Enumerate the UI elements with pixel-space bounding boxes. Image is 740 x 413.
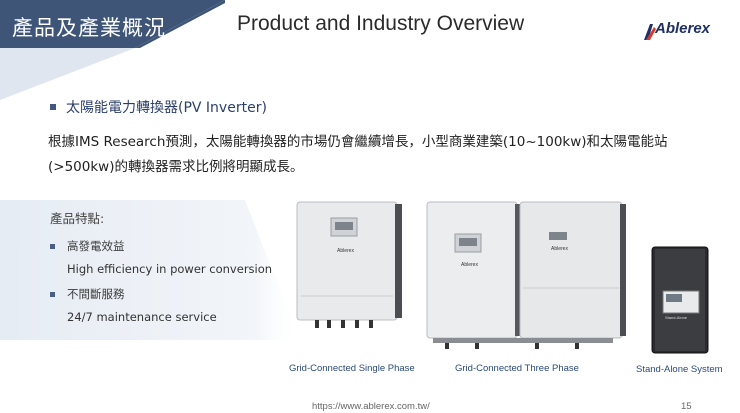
ablerex-logo — [644, 24, 656, 40]
bullet-square-icon — [50, 243, 55, 249]
feature-zh: 不間斷服務 — [67, 287, 125, 301]
intro-line-1: 根據IMS Research預測，太陽能轉換器的市場仍會繼續增長，小型商業建築(… — [48, 134, 668, 150]
bullet-square-icon — [50, 104, 56, 110]
logo-wordmark: Ablerex — [655, 20, 711, 37]
product-caption: Grid-Connected Three Phase — [455, 363, 579, 374]
feature-item: 高發電效益 High efficiency in power conversio… — [50, 238, 272, 276]
section-label: 產品及產業概況 — [12, 16, 166, 40]
intro-paragraph: 根據IMS Research預測，太陽能轉換器的市場仍會繼續增長，小型商業建築(… — [48, 130, 708, 180]
feature-zh: 高發電效益 — [67, 239, 125, 253]
svg-text:Ablerex: Ablerex — [461, 262, 478, 268]
three-phase-inverter-image: Ablerex Ablerex — [426, 201, 626, 349]
feature-item: 不間斷服務 24/7 maintenance service — [50, 286, 217, 324]
stand-alone-system-image: Stand-Alone — [651, 246, 709, 354]
svg-text:Ablerex: Ablerex — [337, 248, 354, 254]
single-phase-inverter-image: Ablerex — [296, 201, 402, 328]
section-heading-text: 太陽能電力轉換器(PV Inverter) — [66, 100, 267, 116]
svg-text:Ablerex: Ablerex — [551, 246, 568, 252]
intro-line-2: (>500kw)的轉換器需求比例將明顯成長。 — [48, 159, 304, 175]
feature-panel-bg — [0, 200, 300, 340]
product-caption: Stand-Alone System — [636, 364, 723, 375]
header-banner — [0, 0, 740, 100]
section-heading: 太陽能電力轉換器(PV Inverter) — [50, 97, 267, 117]
page-number: 15 — [681, 401, 692, 412]
bullet-square-icon — [50, 291, 55, 297]
features-title: 產品特點: — [50, 211, 105, 226]
footer-url[interactable]: https://www.ablerex.com.tw/ — [312, 401, 430, 412]
feature-en: High efficiency in power conversion — [67, 262, 273, 276]
product-caption: Grid-Connected Single Phase — [289, 363, 415, 374]
svg-text:Stand-Alone: Stand-Alone — [665, 315, 688, 320]
page-title: Product and Industry Overview — [237, 12, 525, 35]
feature-en: 24/7 maintenance service — [67, 310, 217, 324]
